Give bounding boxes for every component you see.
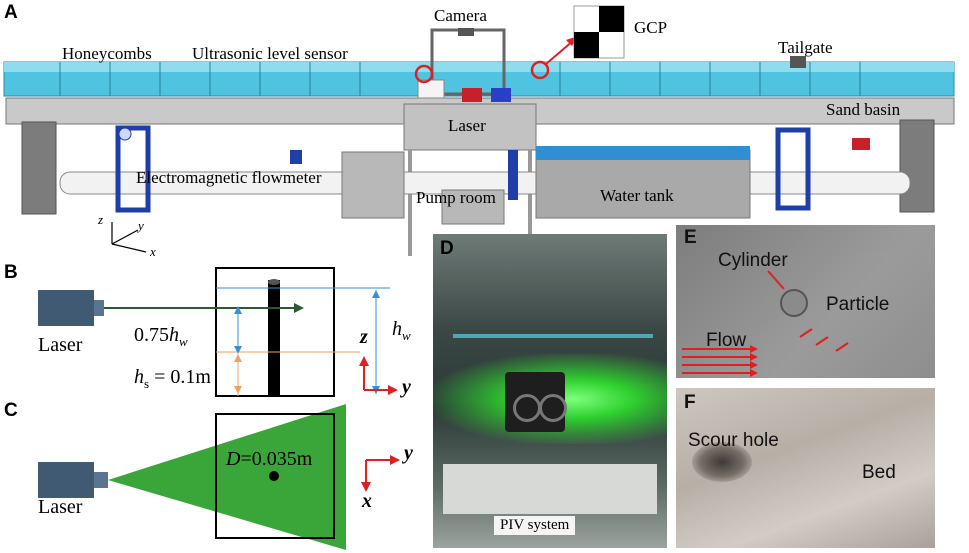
hs-s-subscript: s	[144, 376, 150, 391]
depth-ratio-value: 0.75	[134, 324, 169, 346]
axis-x-a: x	[150, 244, 156, 259]
label-piv-system: PIV system	[494, 516, 576, 535]
label-laser-a: Laser	[448, 116, 486, 135]
label-hw: hw	[392, 318, 411, 344]
label-y-c: y	[404, 442, 413, 464]
marker-circle-2	[530, 60, 550, 80]
piv-fan-left	[513, 394, 541, 422]
cylinder-rod	[268, 280, 280, 396]
label-z-b: z	[360, 326, 368, 348]
laser-device-c	[38, 462, 94, 498]
label-bed: Bed	[862, 462, 896, 483]
pump-room-block-left	[341, 151, 405, 219]
support-leg-right	[899, 119, 935, 213]
hw-h-symbol: h	[392, 318, 402, 340]
depth-w-subscript: w	[179, 334, 188, 349]
label-depth-ratio: 0.75hw	[134, 324, 188, 350]
hs-value: = 0.1m	[149, 366, 211, 388]
label-sand-basin: Sand basin	[826, 100, 901, 119]
panel-f-letter: F	[684, 392, 696, 413]
diameter-symbol: D	[226, 448, 241, 470]
support-leg-left	[21, 121, 57, 215]
camera-body	[458, 28, 474, 36]
hw-w-subscript: w	[402, 328, 411, 343]
scour-photo	[676, 388, 935, 548]
label-flowmeter: Electromagnetic flowmeter	[136, 168, 322, 187]
top-view-diagram	[38, 404, 400, 550]
gcp-checker-icon	[573, 5, 625, 59]
piv-fan-right	[539, 394, 567, 422]
label-pump-room: Pump room	[416, 188, 496, 207]
depth-h-symbol: h	[169, 324, 179, 346]
piv-photo	[433, 234, 667, 548]
axis-z-a: z	[98, 212, 104, 227]
panel-d-letter: D	[440, 238, 454, 259]
panel-e-letter: E	[684, 227, 697, 248]
label-scour-hole: Scour hole	[688, 430, 779, 451]
axis-y-a: y	[138, 218, 144, 233]
particle-photo	[676, 225, 935, 378]
label-hs: hs = 0.1m	[134, 366, 211, 392]
label-camera: Camera	[434, 6, 487, 25]
label-diameter: D=0.035m	[226, 448, 312, 471]
label-particle: Particle	[826, 294, 890, 315]
label-laser-c: Laser	[38, 496, 83, 518]
cylinder-dot	[269, 471, 279, 481]
label-laser-b: Laser	[38, 334, 83, 356]
pump-room-block-mid	[441, 189, 505, 225]
marker-circle-1	[414, 64, 434, 84]
hs-h-symbol: h	[134, 366, 144, 388]
axes-icon	[111, 222, 147, 253]
label-water-tank: Water tank	[600, 186, 674, 205]
laser-sheet	[108, 404, 346, 550]
cylinder-circle	[780, 289, 808, 317]
water-tank	[535, 149, 751, 219]
label-x-c: x	[362, 490, 372, 512]
panel-b-letter: B	[4, 262, 18, 283]
flow-arrows	[682, 270, 849, 377]
label-flow: Flow	[706, 330, 747, 351]
label-honeycombs: Honeycombs	[62, 44, 152, 63]
label-gcp: GCP	[634, 18, 668, 37]
side-view-diagram	[38, 267, 398, 397]
scour-hole-shadow	[692, 442, 752, 482]
flume-frame-posts	[59, 62, 861, 96]
diameter-value: =0.035m	[240, 448, 313, 470]
panel-a-letter: A	[4, 2, 18, 23]
label-ultrasonic-sensor: Ultrasonic level sensor	[192, 44, 348, 63]
flume-plan-box	[215, 413, 335, 539]
panel-c-letter: C	[4, 400, 18, 421]
label-cylinder: Cylinder	[718, 250, 788, 271]
tailgate-icon	[790, 56, 806, 68]
flume-illustration	[3, 5, 955, 256]
laser-device-b	[38, 290, 94, 326]
label-y-b: y	[402, 376, 411, 398]
label-tailgate: Tailgate	[778, 38, 833, 57]
laser-housing	[403, 103, 537, 151]
